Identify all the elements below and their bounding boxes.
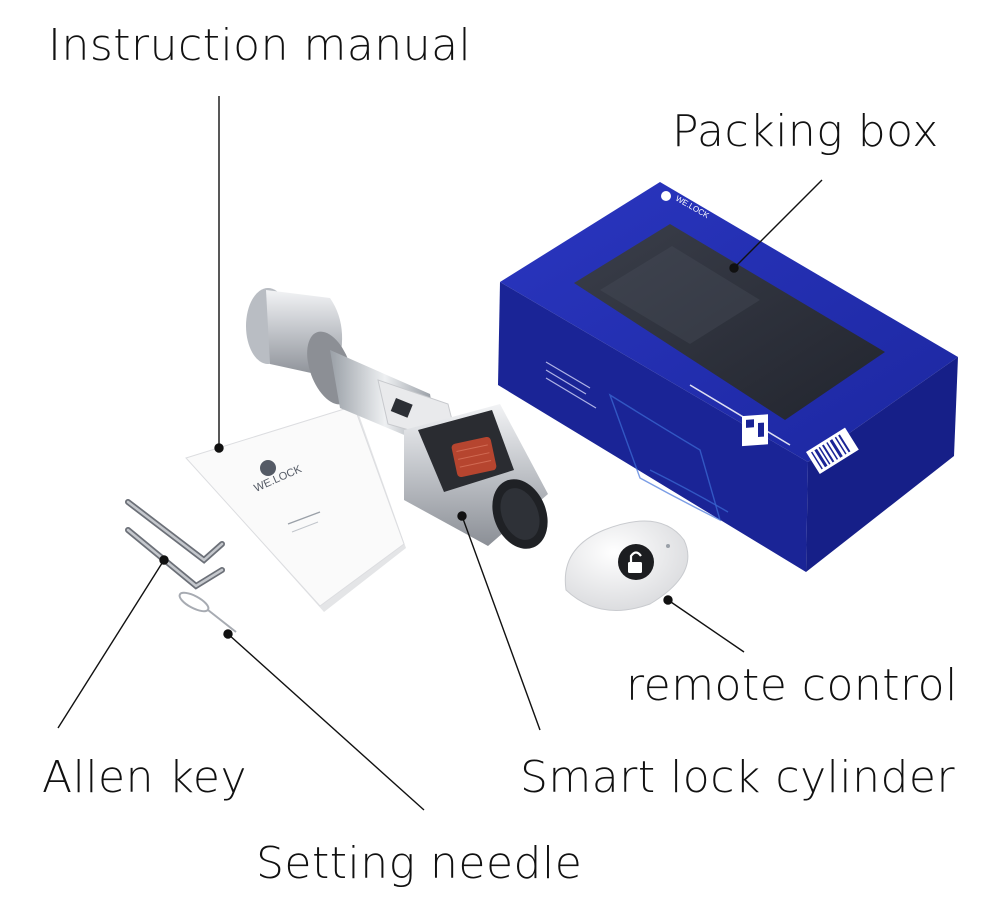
box-window xyxy=(574,224,885,420)
smart-lock-cylinder xyxy=(246,288,548,549)
leader-cylinder xyxy=(461,515,541,731)
label-allen-key: Allen key xyxy=(42,752,248,803)
box-window-glare xyxy=(600,246,760,344)
manual-logo-icon xyxy=(260,460,276,476)
box-qr-code xyxy=(742,414,768,447)
label-setting-needle: Setting needle xyxy=(256,838,583,889)
label-remote-control: remote control xyxy=(626,660,958,711)
callout-lines xyxy=(57,96,823,811)
allen-key-1 xyxy=(125,499,225,564)
remote-control xyxy=(564,520,689,611)
leader-needle xyxy=(227,633,425,811)
box-logo-icon xyxy=(661,191,671,201)
setting-needle xyxy=(178,591,237,633)
label-instruction-manual: Instruction manual xyxy=(48,20,472,71)
box-front-face xyxy=(498,282,808,572)
box-front-print xyxy=(545,361,791,522)
label-smart-lock-cylinder: Smart lock cylinder xyxy=(520,752,956,803)
cylinder-qr-code xyxy=(390,398,413,418)
instruction-manual: WE.LOCK xyxy=(185,405,406,612)
leader-box xyxy=(733,179,823,269)
manual-sheet xyxy=(185,405,405,607)
allen-keys xyxy=(125,499,225,590)
box-side-face xyxy=(806,357,958,572)
packing-box: WE.LOCK xyxy=(498,182,958,572)
leader-allen xyxy=(57,559,165,729)
label-packing-box: Packing box xyxy=(672,106,939,157)
leader-remote xyxy=(667,599,745,653)
lock-icon xyxy=(628,551,642,573)
